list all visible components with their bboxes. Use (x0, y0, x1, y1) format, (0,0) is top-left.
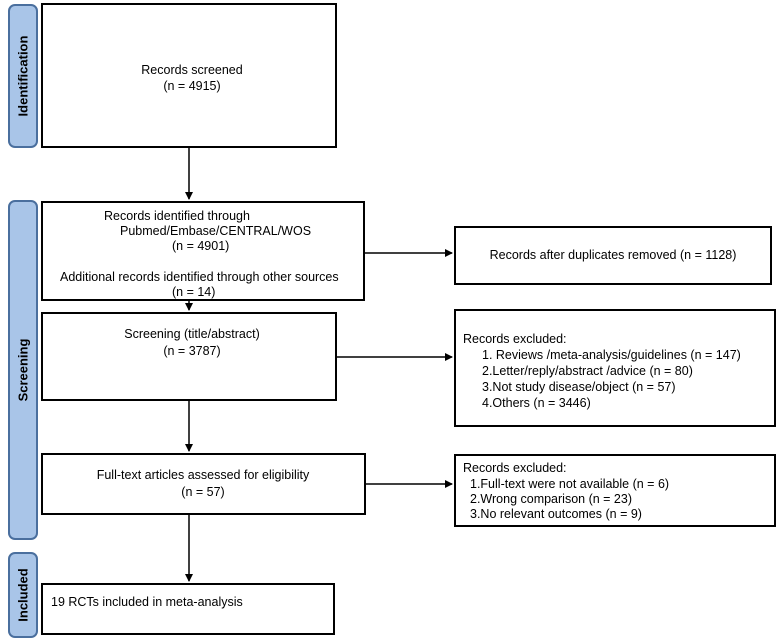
included-label: 19 RCTs included in meta-analysis (51, 595, 243, 609)
stage-included: Included (8, 552, 38, 638)
records-excluded-title-2: Records excluded: (463, 461, 567, 475)
stage-identification: Identification (8, 4, 38, 148)
additional-records-label: Additional records identified through ot… (60, 270, 339, 284)
fulltext-label: Full-text articles assessed for eligibil… (96, 468, 310, 482)
exclusion-reason-1: 1. Reviews /meta-analysis/guidelines (n … (482, 348, 741, 362)
exclusion-reason-fulltext-1: 1.Full-text were not available (n = 6) (470, 477, 670, 491)
records-excluded-box-1: Records excluded: 1. Reviews /meta-analy… (454, 309, 776, 427)
records-screened-label: Records screened (141, 63, 243, 77)
records-excluded-title-1: Records excluded: (463, 332, 567, 346)
exclusion-reason-3: 3.Not study disease/object (n = 57) (482, 380, 676, 394)
records-identified-count: (n = 4901) (172, 239, 230, 253)
records-identified-line1: Records identified through (104, 209, 250, 223)
records-screened-count: (n = 4915) (163, 79, 221, 93)
records-identified-line2: Pubmed/Embase/CENTRAL/WOS (120, 224, 312, 238)
screening-box: Screening (title/abstract) (n = 3787) (41, 312, 337, 401)
screening-label: Screening (title/abstract) (124, 327, 260, 341)
records-identified-box: Records identified through Pubmed/Embase… (41, 201, 365, 301)
exclusion-reason-fulltext-2: 2.Wrong comparison (n = 23) (470, 492, 632, 506)
exclusion-reason-fulltext-3: 3.No relevant outcomes (n = 9) (470, 507, 642, 521)
additional-records-count: (n = 14) (172, 285, 216, 299)
fulltext-count: (n = 57) (181, 485, 225, 499)
duplicates-removed-box: Records after duplicates removed (n = 11… (454, 226, 772, 285)
included-box: 19 RCTs included in meta-analysis (41, 583, 335, 635)
duplicates-removed-label: Records after duplicates removed (n = 11… (489, 248, 737, 262)
records-excluded-box-2: Records excluded: 1.Full-text were not a… (454, 454, 776, 527)
stage-screening: Screening (8, 200, 38, 540)
screening-count: (n = 3787) (163, 344, 221, 358)
fulltext-box: Full-text articles assessed for eligibil… (41, 453, 366, 515)
exclusion-reason-4: 4.Others (n = 3446) (482, 396, 591, 410)
exclusion-reason-2: 2.Letter/reply/abstract /advice (n = 80) (482, 364, 693, 378)
records-screened-box: Records screened (n = 4915) (41, 3, 337, 148)
